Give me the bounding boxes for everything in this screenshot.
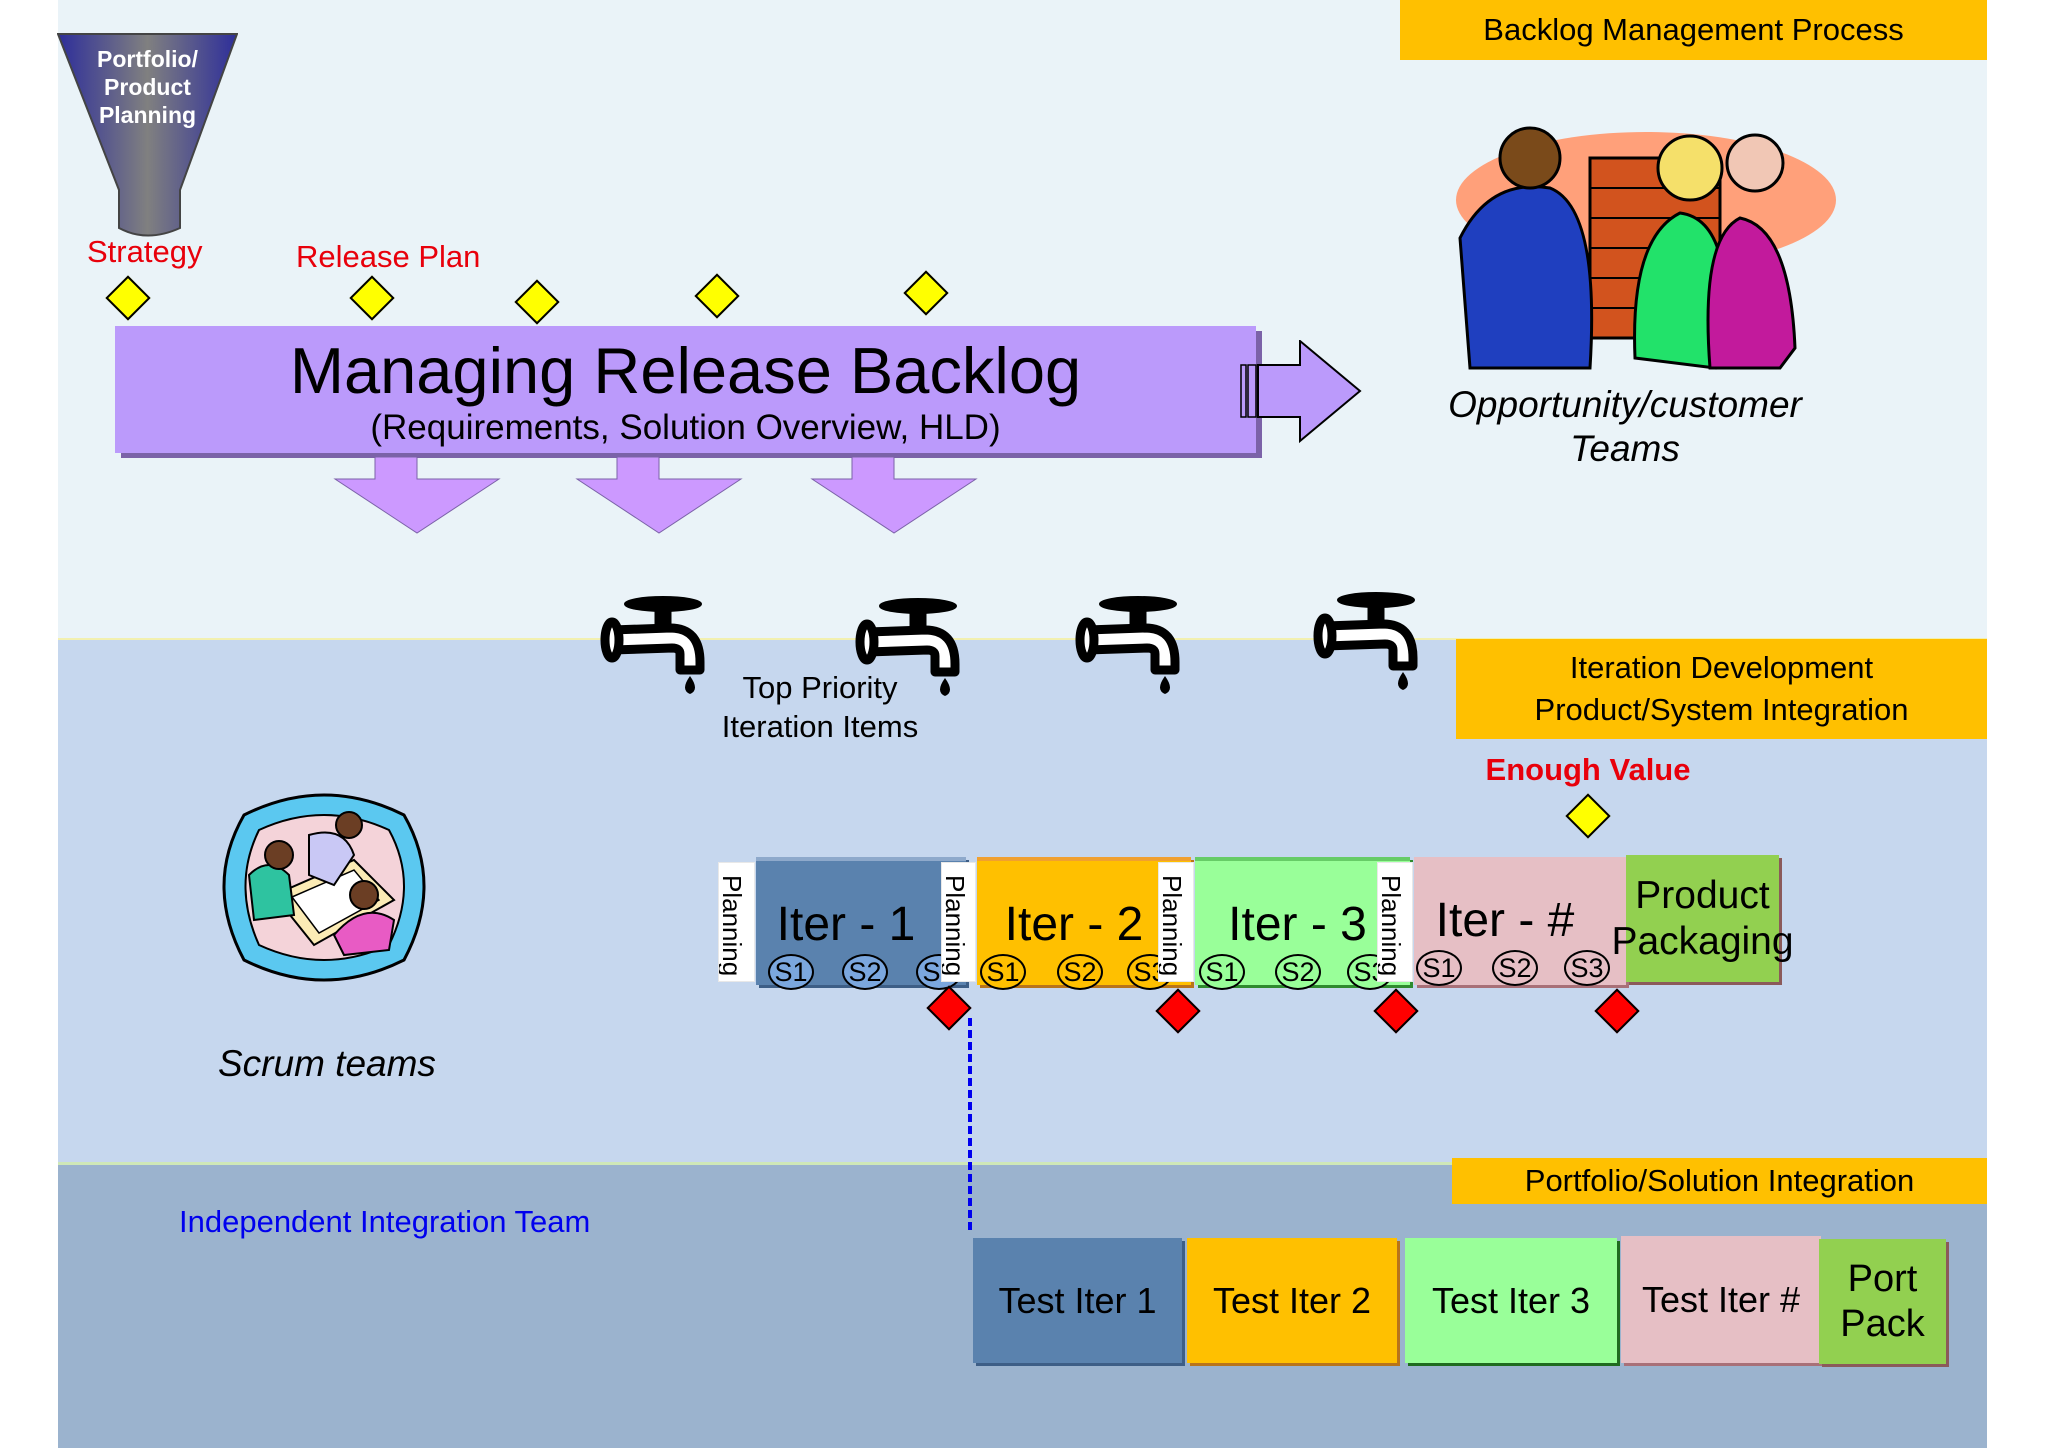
sprint-bubble: S2 bbox=[1057, 954, 1103, 990]
faucet-icon bbox=[855, 598, 960, 696]
sprint-bubble: S1 bbox=[1199, 954, 1245, 990]
banner-title: Backlog Management Process bbox=[1483, 12, 1904, 47]
banner-title: Portfolio/Solution Integration bbox=[1524, 1163, 1915, 1198]
opportunity-label-line1: Opportunity/customer bbox=[1448, 384, 1802, 425]
sprint-bubble: S3 bbox=[916, 954, 962, 990]
planning-strip: Planning bbox=[1158, 862, 1194, 982]
test-iteration-box-2: Test Iter 2 bbox=[1187, 1238, 1397, 1363]
planning-strip: Planning bbox=[1377, 862, 1413, 982]
sprint-bubble: S1 bbox=[768, 954, 814, 990]
faucet-icon bbox=[600, 596, 705, 694]
product-packaging-box: Product Packaging bbox=[1611, 855, 1794, 982]
opportunity-label-line2: Teams bbox=[1570, 428, 1680, 469]
top-priority-line2: Iteration Items bbox=[721, 709, 919, 744]
backlog-title: Managing Release Backlog bbox=[289, 334, 1082, 407]
iteration-label: Iter - 1 bbox=[776, 898, 916, 951]
planning-strip: Planning bbox=[941, 862, 976, 982]
solution-integration-banner: Portfolio/Solution Integration bbox=[1452, 1158, 1987, 1204]
sprint-bubble: S2 bbox=[1492, 950, 1538, 986]
funnel-text-line1: Portfolio/ bbox=[97, 46, 198, 72]
test-iteration-label: Test Iter 1 bbox=[998, 1279, 1157, 1321]
customer-teams-illustration bbox=[1456, 126, 1836, 370]
iteration-development-banner: Iteration Development Product/System Int… bbox=[1456, 639, 1987, 739]
funnel-text-line2: Product bbox=[104, 74, 191, 100]
faucet-icon bbox=[1313, 592, 1418, 690]
backlog-subtitle: (Requirements, Solution Overview, HLD) bbox=[370, 408, 1001, 447]
port-pack-label-line1: Port bbox=[1847, 1257, 1918, 1300]
iteration-box-3: Iter - 3 S1 S2 S3 bbox=[1195, 857, 1410, 990]
test-iteration-label: Test Iter 2 bbox=[1212, 1279, 1372, 1321]
packaging-label-line2: Packaging bbox=[1611, 919, 1794, 963]
portfolio-funnel-icon: Portfolio/ Product Planning bbox=[56, 33, 239, 238]
sprint-bubble: S3 bbox=[1564, 950, 1610, 986]
banner-title-line1: Iteration Development bbox=[1569, 650, 1874, 685]
iteration-box-1: Iter - 1 S1 S2 S3 bbox=[756, 857, 966, 990]
down-arrow-icon bbox=[810, 457, 978, 534]
banner-title-line2: Product/System Integration bbox=[1534, 692, 1909, 727]
strategy-label: Strategy bbox=[87, 234, 203, 269]
iteration-box-4: Iter - # S1 S2 S3 bbox=[1414, 857, 1626, 986]
integration-team-label: Independent Integration Team bbox=[179, 1204, 591, 1239]
scrum-teams-label: Scrum teams bbox=[218, 1043, 436, 1084]
top-priority-line1: Top Priority bbox=[742, 670, 898, 705]
enough-value-label: Enough Value bbox=[1485, 752, 1691, 787]
port-pack-label-line2: Pack bbox=[1840, 1302, 1925, 1345]
down-arrow-icon bbox=[575, 457, 743, 534]
port-pack-box: Port Pack bbox=[1819, 1239, 1946, 1364]
iteration-box-2: Iter - 2 S1 S2 S3 bbox=[977, 857, 1191, 990]
test-iteration-box-4: Test Iter # bbox=[1621, 1236, 1821, 1363]
top-priority-label: Top Priority Iteration Items bbox=[700, 668, 940, 746]
right-arrow-icon bbox=[1240, 340, 1362, 444]
sprint-bubble: S2 bbox=[842, 954, 888, 990]
test-iteration-box-1: Test Iter 1 bbox=[973, 1238, 1182, 1363]
sprint-bubble: S1 bbox=[1416, 950, 1462, 986]
faucet-icon bbox=[1075, 596, 1180, 694]
packaging-label-line1: Product bbox=[1635, 873, 1770, 917]
iteration-label: Iter - # bbox=[1435, 894, 1575, 947]
release-plan-label: Release Plan bbox=[296, 239, 481, 274]
down-arrow-icon bbox=[333, 457, 501, 534]
managing-release-backlog-box: Managing Release Backlog (Requirements, … bbox=[115, 326, 1256, 453]
sprint-bubble: S2 bbox=[1275, 954, 1321, 990]
iteration-label: Iter - 3 bbox=[1228, 898, 1367, 951]
test-iteration-label: Test Iter 3 bbox=[1431, 1279, 1591, 1321]
handoff-dashed-connector bbox=[968, 1018, 972, 1230]
test-iteration-box-3: Test Iter 3 bbox=[1405, 1238, 1617, 1363]
scrum-teams-illustration bbox=[222, 793, 426, 982]
test-iteration-label: Test Iter # bbox=[1641, 1278, 1801, 1320]
backlog-management-banner: Backlog Management Process bbox=[1400, 0, 1987, 60]
sprint-bubble: S1 bbox=[980, 954, 1026, 990]
funnel-text-line3: Planning bbox=[98, 102, 197, 128]
opportunity-teams-label: Opportunity/customer Teams bbox=[1420, 383, 1830, 471]
iteration-label: Iter - 2 bbox=[1004, 898, 1144, 951]
planning-strip: Planning bbox=[718, 862, 755, 982]
